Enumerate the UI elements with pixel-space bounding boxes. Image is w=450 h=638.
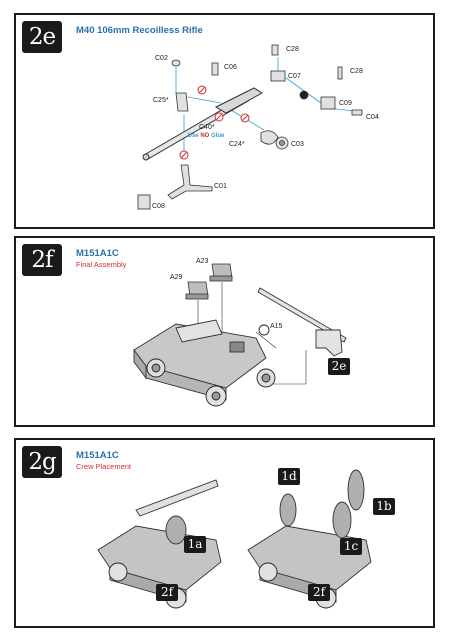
part-label: C03 [291,141,304,148]
ref-badge-1b: 1b [373,498,395,515]
rifle-parts-diagram [137,44,363,210]
ref-badge-1a: 1a [184,536,206,553]
step-badge-2f: 2f [22,244,62,276]
vehicle-assembly-diagram [133,263,347,407]
part-label: C04 [366,114,379,121]
part-label: C02 [155,55,168,62]
step-subtitle: Final Assembly [76,260,127,269]
part-label: C25* [153,97,169,104]
step-title: M151A1C [76,248,119,259]
part-label: C07 [288,73,301,80]
ref-badge-2e: 2e [328,358,350,375]
part-label: C28 [286,46,299,53]
crew-placement-diagram [97,469,372,609]
part-label: A29 [170,274,183,281]
step-title: M151A1C [76,450,119,461]
part-label: C40* [199,124,215,131]
step-panel-2f: 2f M151A1C Final Assembly [14,236,435,427]
ref-badge-1d: 1d [278,468,300,485]
part-label: C08 [152,203,165,210]
ref-badge-1c: 1c [340,538,362,555]
part-label: A23 [196,258,209,265]
part-label: C28 [350,68,363,75]
step-panel-2g: 2g M151A1C Crew Placement 1a 2f 1d 1b 1c… [14,438,435,628]
part-label: C09 [339,100,352,107]
part-label: C01 [214,183,227,190]
step-subtitle: Crew Placement [76,462,132,471]
step-badge-2e: 2e [22,21,62,53]
step-title: M40 106mm Recoilless Rifle [76,25,203,36]
step-panel-2e: 2e M40 106mm Recoilless Rifle [14,13,435,229]
no-glue-note: Use NO Glue [187,133,225,139]
ref-badge-2f: 2f [156,584,178,601]
ref-badge-2f: 2f [308,584,330,601]
part-label: C06 [224,64,237,71]
part-label: C24* [229,141,245,148]
step-badge-2g: 2g [22,446,62,478]
part-label: A15 [270,323,283,330]
